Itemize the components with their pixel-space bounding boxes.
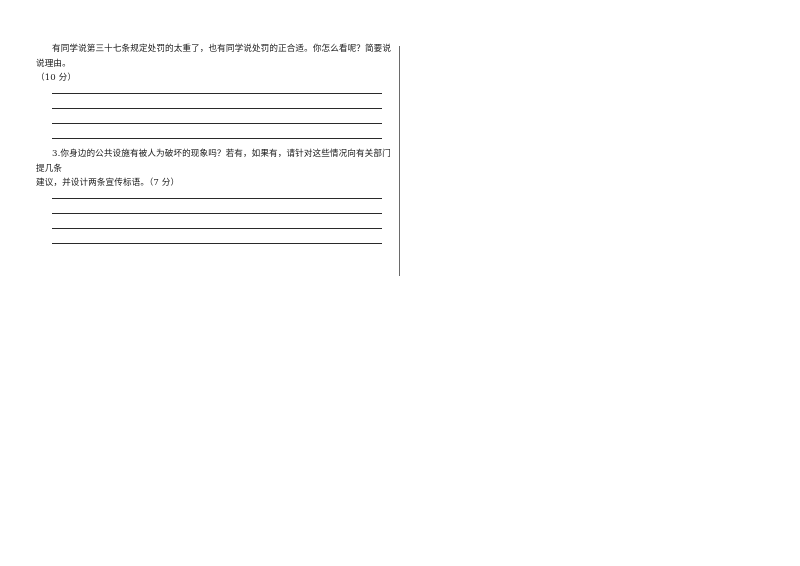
question-2-answer-area[interactable] bbox=[52, 93, 382, 139]
answer-line[interactable] bbox=[52, 93, 382, 94]
column-divider bbox=[399, 46, 400, 276]
question-3-answer-area[interactable] bbox=[52, 198, 382, 244]
answer-line[interactable] bbox=[52, 198, 382, 199]
question-2-line-1: 有同学说第三十七条规定处罚的太重了，也有同学说处罚的正合适。你怎么看呢？简要说说… bbox=[36, 44, 392, 69]
question-2-score: （10 分） bbox=[36, 71, 396, 86]
question-3-line-1: 3.你身边的公共设施有被人为破坏的现象吗？若有，如果有，请针对这些情况向有关部门… bbox=[36, 149, 391, 174]
answer-line[interactable] bbox=[52, 108, 382, 109]
answer-line[interactable] bbox=[52, 123, 382, 124]
question-2-line-2: （10 分） bbox=[36, 73, 77, 83]
answer-line[interactable] bbox=[52, 228, 382, 229]
question-3-text: 3.你身边的公共设施有被人为破坏的现象吗？若有，如果有，请针对这些情况向有关部门… bbox=[36, 147, 396, 177]
left-column: 有同学说第三十七条规定处罚的太重了，也有同学说处罚的正合适。你怎么看呢？简要说说… bbox=[36, 42, 396, 244]
question-2-text: 有同学说第三十七条规定处罚的太重了，也有同学说处罚的正合适。你怎么看呢？简要说说… bbox=[36, 42, 396, 72]
question-3-text-cont: 建议，并设计两条宣传标语。（7 分） bbox=[36, 176, 396, 191]
question-3-line-2: 建议，并设计两条宣传标语。（7 分） bbox=[36, 178, 180, 188]
answer-line[interactable] bbox=[52, 138, 382, 139]
answer-line[interactable] bbox=[52, 243, 382, 244]
answer-line[interactable] bbox=[52, 213, 382, 214]
